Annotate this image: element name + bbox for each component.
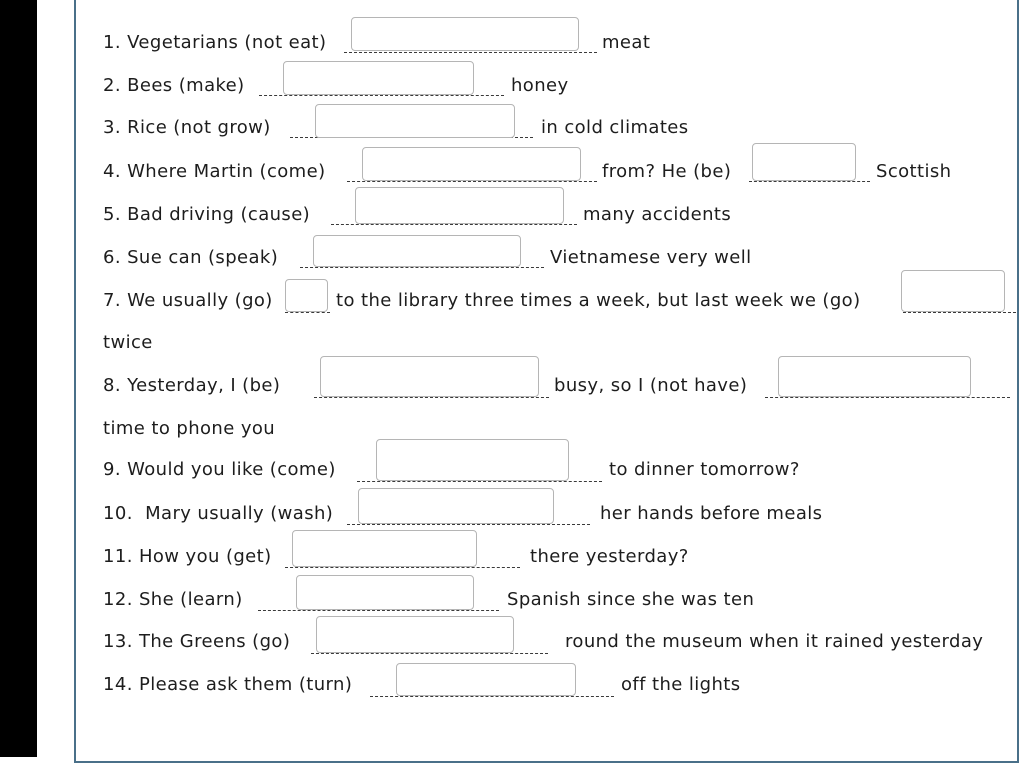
item-14-answer-input[interactable]: [396, 663, 576, 696]
item-1-answer-input[interactable]: [351, 17, 579, 51]
item-2-post: honey: [511, 75, 569, 96]
item-14-blank-line: [370, 696, 614, 697]
item-5-blank-line: [331, 224, 577, 225]
item-12-post: Spanish since she was ten: [507, 589, 755, 610]
item-11-answer-input[interactable]: [292, 530, 477, 567]
item-9-prompt: 9. Would you like (come): [103, 459, 336, 480]
item-4-answer-input-2[interactable]: [752, 143, 856, 181]
item-10-blank-line: [347, 524, 590, 525]
item-6-post: Vietnamese very well: [550, 247, 752, 268]
item-12-blank-line: [258, 610, 499, 611]
item-9-blank-line: [357, 481, 602, 482]
item-8-blank-line: [314, 397, 549, 398]
item-4-blank-line: [347, 181, 597, 182]
item-4-mid: from? He (be): [602, 161, 732, 182]
item-8-answer-input[interactable]: [320, 356, 539, 397]
item-4-prompt: 4. Where Martin (come): [103, 161, 326, 182]
item-12-answer-input[interactable]: [296, 575, 474, 610]
item-4-blank-line-2: [749, 181, 870, 182]
item-3-answer-input[interactable]: [315, 104, 515, 138]
item-8-mid: busy, so I (not have): [554, 375, 748, 396]
item-2-blank-line: [259, 95, 504, 96]
item-1-blank-line: [344, 52, 597, 53]
item-12-prompt: 12. She (learn): [103, 589, 243, 610]
item-4-answer-input[interactable]: [362, 147, 581, 181]
item-2-answer-input[interactable]: [283, 61, 474, 95]
item-5-answer-input[interactable]: [355, 187, 564, 224]
item-3-prompt: 3. Rice (not grow): [103, 117, 271, 138]
item-7-blank-line-2: [903, 312, 1016, 313]
item-6-blank-line: [300, 267, 544, 268]
item-11-blank-line: [285, 567, 520, 568]
item-7-answer-input-2[interactable]: [901, 270, 1005, 312]
item-7-answer-input[interactable]: [285, 279, 328, 312]
item-14-post: off the lights: [621, 674, 741, 695]
item-11-post: there yesterday?: [530, 546, 689, 567]
left-black-strip: [0, 0, 37, 757]
item-7-prompt: 7. We usually (go): [103, 290, 273, 311]
item-5-prompt: 5. Bad driving (cause): [103, 204, 311, 225]
item-8-blank-line-2: [765, 397, 1010, 398]
item-13-answer-input[interactable]: [316, 616, 514, 653]
item-8-post: time to phone you: [103, 418, 276, 439]
item-14-prompt: 14. Please ask them (turn): [103, 674, 353, 695]
item-13-prompt: 13. The Greens (go): [103, 631, 291, 652]
item-7-post: twice: [103, 332, 153, 353]
item-5-post: many accidents: [583, 204, 732, 225]
item-9-post: to dinner tomorrow?: [609, 459, 800, 480]
item-9-answer-input[interactable]: [376, 439, 569, 481]
item-8-answer-input-2[interactable]: [778, 356, 971, 397]
item-10-post: her hands before meals: [600, 503, 823, 524]
item-6-answer-input[interactable]: [313, 235, 521, 267]
item-1-post: meat: [602, 32, 651, 53]
item-10-answer-input[interactable]: [358, 488, 554, 524]
item-6-prompt: 6. Sue can (speak): [103, 247, 279, 268]
item-11-prompt: 11. How you (get): [103, 546, 272, 567]
item-10-prompt: 10. Mary usually (wash): [103, 503, 334, 524]
item-1-prompt: 1. Vegetarians (not eat): [103, 32, 327, 53]
item-3-post: in cold climates: [541, 117, 689, 138]
item-13-post: round the museum when it rained yesterda…: [565, 631, 984, 652]
item-13-blank-line: [311, 653, 548, 654]
item-2-prompt: 2. Bees (make): [103, 75, 245, 96]
item-7-blank-line: [285, 312, 330, 313]
item-7-mid: to the library three times a week, but l…: [336, 290, 861, 311]
item-8-prompt: 8. Yesterday, I (be): [103, 375, 281, 396]
item-4-post: Scottish: [876, 161, 952, 182]
